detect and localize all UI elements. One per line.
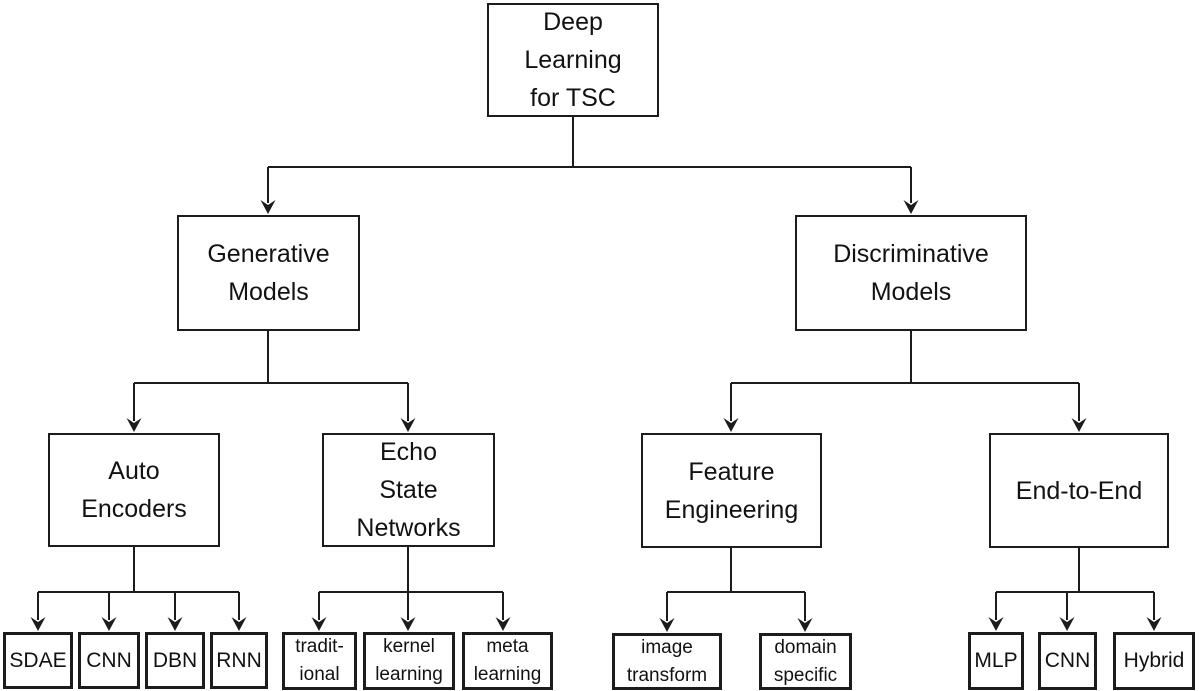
- arrow-down-icon: [126, 418, 142, 432]
- arrow-down-icon: [260, 200, 276, 214]
- arrow-down-icon: [400, 418, 416, 432]
- arrow-down-icon: [101, 617, 117, 631]
- arrow-down-icon: [311, 617, 327, 631]
- node-hybrid: Hybrid: [1113, 632, 1195, 690]
- node-dbn: DBN: [145, 632, 205, 689]
- node-end-to-end: End-to-End: [989, 433, 1169, 548]
- arrow-down-icon: [495, 617, 511, 631]
- node-auto-encoders: Auto Encoders: [48, 433, 220, 547]
- node-cnn-end-to-end: CNN: [1038, 632, 1097, 690]
- arrow-down-icon: [1071, 418, 1087, 432]
- node-discriminative-models: Discriminative Models: [795, 215, 1027, 331]
- node-image-transform: image transform: [612, 633, 722, 690]
- arrow-down-icon: [659, 618, 675, 632]
- arrow-down-icon: [167, 617, 183, 631]
- arrow-down-icon: [797, 618, 813, 632]
- arrow-down-icon: [988, 617, 1004, 631]
- arrow-down-icon: [1146, 617, 1162, 631]
- node-mlp: MLP: [968, 632, 1024, 690]
- node-sdae: SDAE: [3, 632, 73, 689]
- node-generative-models: Generative Models: [177, 215, 360, 331]
- arrow-down-icon: [231, 617, 247, 631]
- node-rnn: RNN: [210, 632, 268, 689]
- node-kernel-learning: kernel learning: [363, 632, 455, 690]
- arrow-down-icon: [903, 200, 919, 214]
- node-domain-specific: domain specific: [759, 633, 852, 690]
- node-cnn-autoencoder: CNN: [78, 632, 140, 689]
- node-deep-learning-for-tsc: Deep Learning for TSC: [487, 3, 659, 117]
- node-echo-state-networks: Echo State Networks: [322, 433, 495, 547]
- arrow-down-icon: [1059, 617, 1075, 631]
- node-meta-learning: meta learning: [462, 632, 553, 690]
- node-traditional: tradit- ional: [282, 632, 357, 690]
- arrow-down-icon: [723, 418, 739, 432]
- node-feature-engineering: Feature Engineering: [641, 433, 822, 548]
- arrow-down-icon: [30, 617, 46, 631]
- arrow-down-icon: [400, 617, 416, 631]
